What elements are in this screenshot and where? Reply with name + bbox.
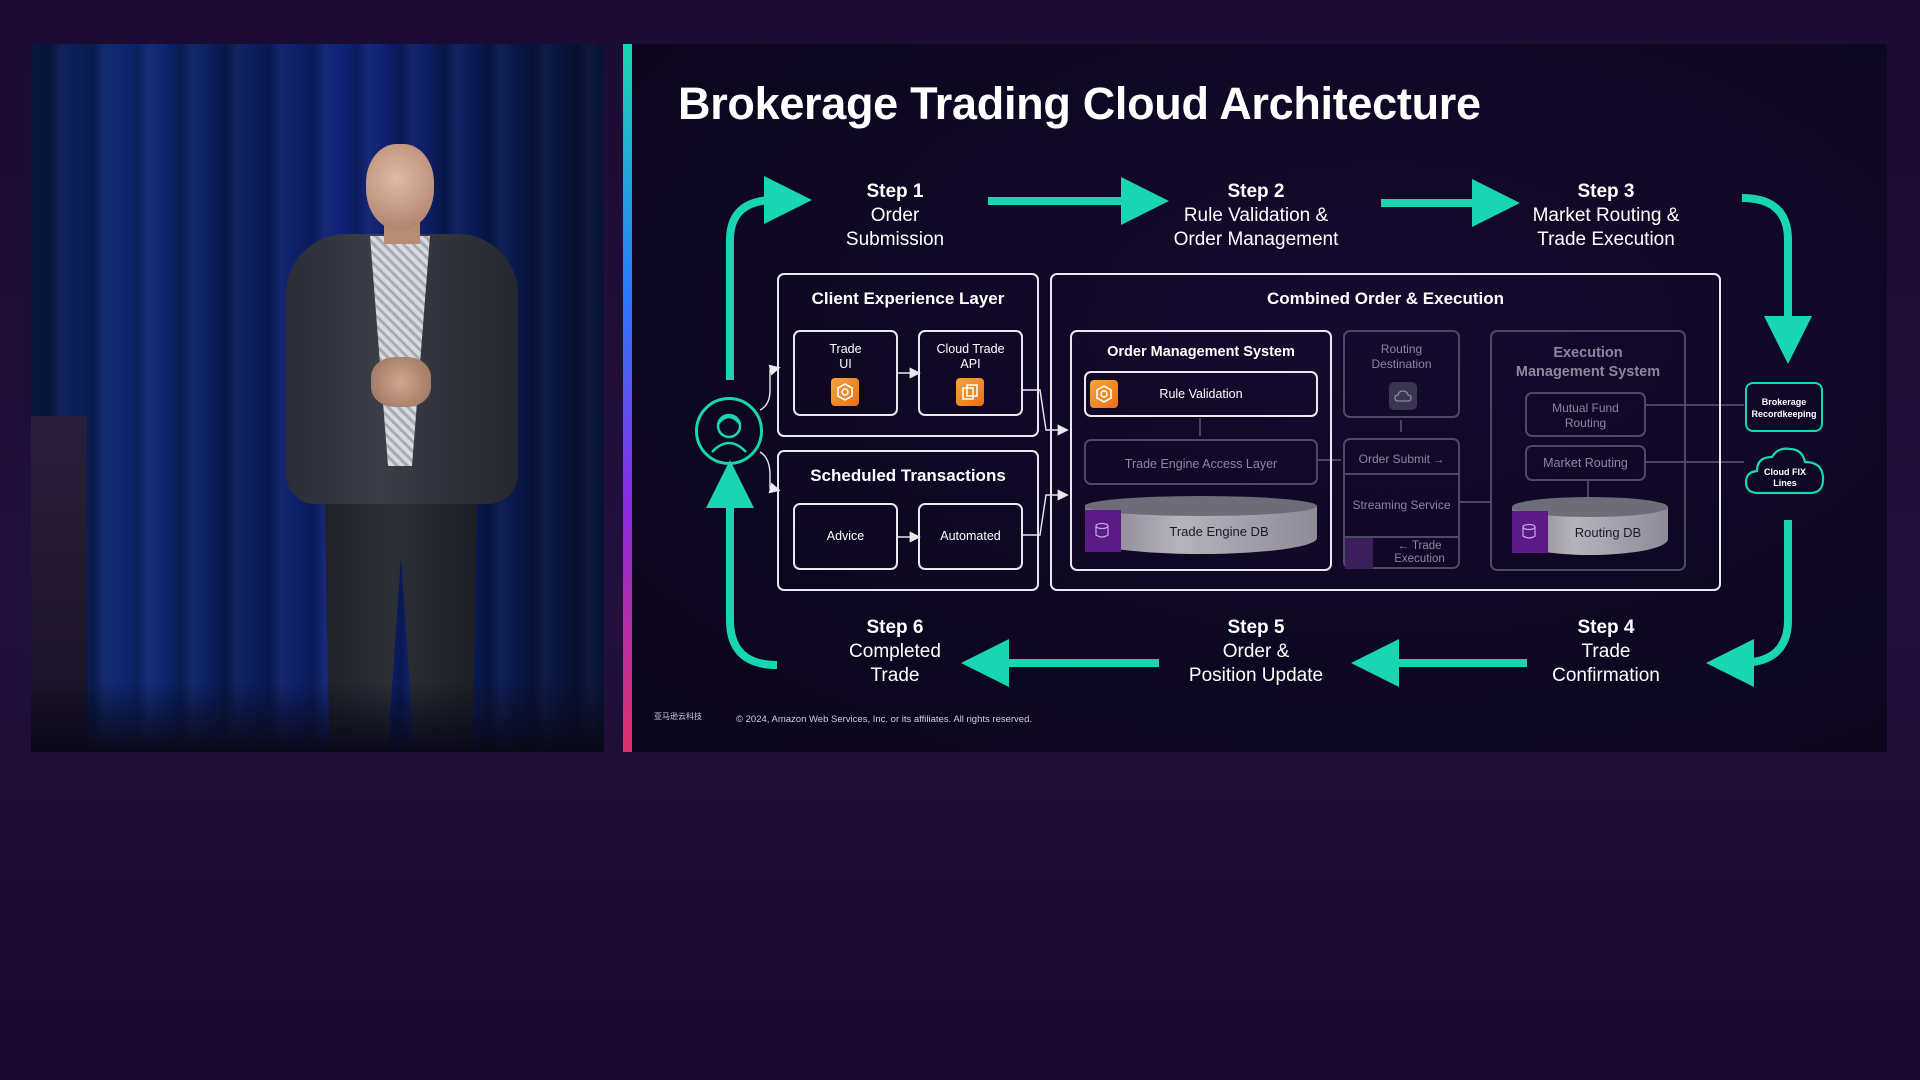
step-1: Step 1 Order Submission <box>845 181 945 250</box>
order-submit: Order Submit → <box>1358 452 1445 466</box>
user-icon <box>695 397 763 465</box>
arrow-step3-down <box>1741 194 1812 364</box>
client-experience-layer: Client Experience Layer <box>777 273 1039 437</box>
step-5: Step 5 Order & Position Update <box>1188 617 1324 686</box>
trade-ui-card: Trade UI <box>793 330 898 416</box>
streaming-service: Streaming Service <box>1352 498 1451 512</box>
speaker-video <box>31 44 604 752</box>
brokerage-recordkeeping: Brokerage Recordkeeping <box>1745 382 1823 432</box>
stage-floor <box>31 682 604 752</box>
api-gateway-icon <box>956 378 984 406</box>
combined-order-execution: Combined Order & Execution <box>1050 273 1721 591</box>
cloud-outline-icon <box>1744 447 1825 495</box>
database-icon <box>1085 510 1121 552</box>
scheduled-title: Scheduled Transactions <box>810 466 1006 485</box>
database-icon <box>1512 511 1548 553</box>
presenter <box>246 102 518 752</box>
execution-management-system: Execution Management System <box>1490 330 1686 571</box>
trade-engine-access-layer: Trade Engine Access Layer <box>1084 439 1318 485</box>
ems-title: Execution Management System <box>1515 345 1661 380</box>
trade-execution: ← Trade Execution <box>1394 540 1445 565</box>
mutual-fund-routing: Mutual Fund Routing <box>1525 392 1646 437</box>
trade-engine-db: Trade Engine DB <box>1085 496 1317 554</box>
combined-title: Combined Order & Execution <box>1266 289 1505 308</box>
step-4: Step 4 Trade Confirmation <box>1552 617 1660 686</box>
arrow-step1-up <box>726 176 812 380</box>
order-management-system: Order Management System <box>1070 330 1332 571</box>
step-3: Step 3 Market Routing & Trade Execution <box>1532 181 1680 250</box>
market-routing: Market Routing <box>1525 445 1646 481</box>
arrow-step6-up <box>706 460 778 669</box>
slide-title: Brokerage Trading Cloud Architecture <box>678 78 1481 129</box>
order-streaming-execution-group: Order Submit → Streaming Service ← Trade… <box>1343 438 1460 569</box>
queue-icon <box>1345 538 1373 569</box>
routing-destination: Routing Destination <box>1343 330 1460 418</box>
automated-card: Automated <box>918 503 1023 570</box>
rule-validation-card: Rule Validation <box>1084 371 1318 417</box>
client-layer-title: Client Experience Layer <box>811 289 1005 308</box>
aws-china-logo: 亚马逊云科技 <box>654 712 702 721</box>
step-6: Step 6 Completed Trade <box>849 617 941 686</box>
step-2: Step 2 Rule Validation & Order Managemen… <box>1173 181 1339 250</box>
arrow-step4-down <box>1706 520 1792 687</box>
oms-title: Order Management System <box>1107 344 1295 360</box>
routing-db: Routing DB <box>1512 497 1668 555</box>
compute-icon <box>831 378 859 406</box>
slide-accent-bar <box>623 44 632 752</box>
cloud-fix-lines: Cloud FIX Lines <box>1744 443 1826 497</box>
lambda-icon <box>1090 380 1118 408</box>
copyright-footer: © 2024, Amazon Web Services, Inc. or its… <box>736 714 1033 725</box>
cloud-icon <box>1389 382 1417 410</box>
cloud-trade-api-card: Cloud Trade API <box>918 330 1023 416</box>
advice-card: Advice <box>793 503 898 570</box>
scheduled-transactions: Scheduled Transactions <box>777 450 1039 591</box>
